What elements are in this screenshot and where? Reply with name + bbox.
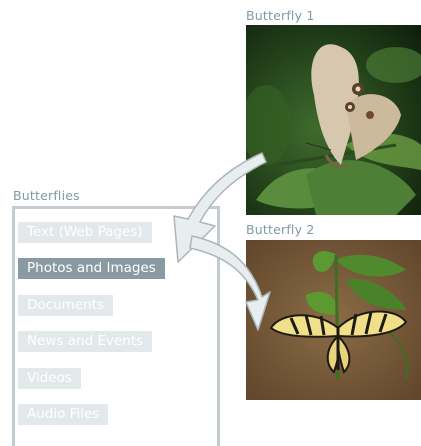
connector-arrow-icon xyxy=(0,0,421,436)
